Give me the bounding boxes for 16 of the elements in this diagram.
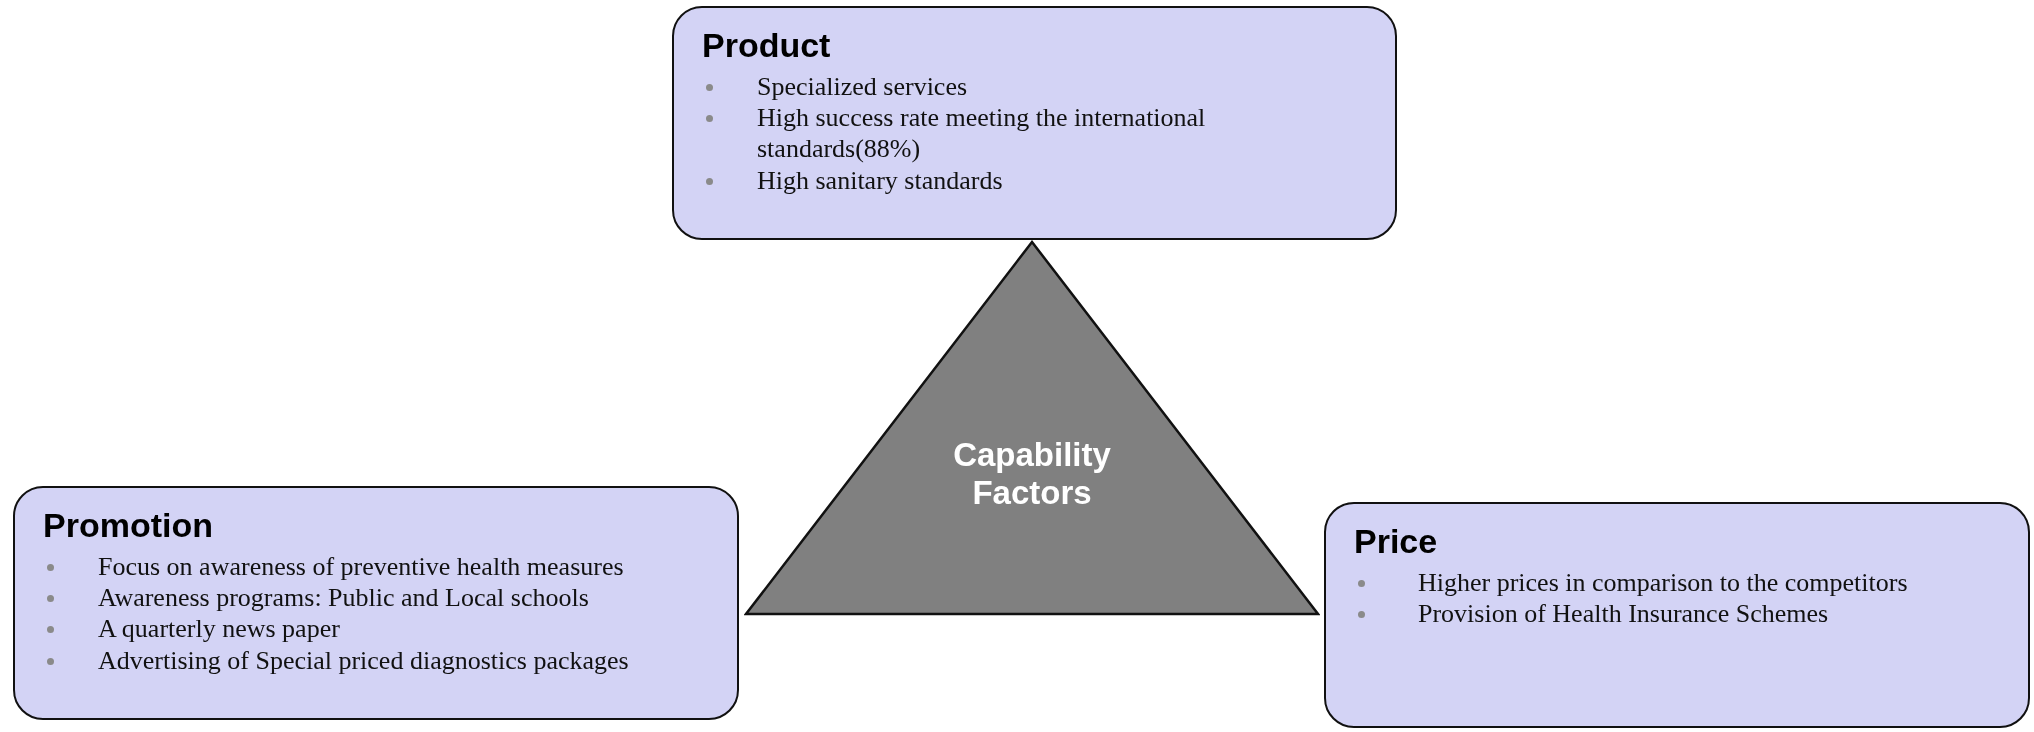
bullet-text: Advertising of Special priced diagnostics packages	[98, 645, 629, 675]
category-card	[672, 6, 1397, 240]
category-card	[13, 486, 739, 720]
bullet-text: Provision of Health Insurance Schemes	[1418, 599, 1829, 629]
category-card	[1324, 502, 2030, 728]
bullet-text: Higher prices in comparison to the competitors	[1418, 568, 1908, 597]
bullet-text: Specialized services	[757, 72, 968, 101]
bullet-text: Focus on awareness of preventive health measures	[98, 552, 624, 581]
triangle-label: Capability Factors	[952, 436, 1112, 512]
card-heading: Promotion	[43, 506, 214, 545]
bullet-text: High sanitary standards	[757, 165, 1003, 195]
bullet-text: Awareness programs: Public and Local schools	[98, 583, 589, 613]
bullet-text: High success rate meeting the international standards(88%)	[757, 103, 1206, 164]
card-heading: Price	[1354, 522, 1439, 561]
bullet-text: A quarterly news paper	[98, 614, 340, 644]
card-heading: Product	[702, 26, 832, 65]
